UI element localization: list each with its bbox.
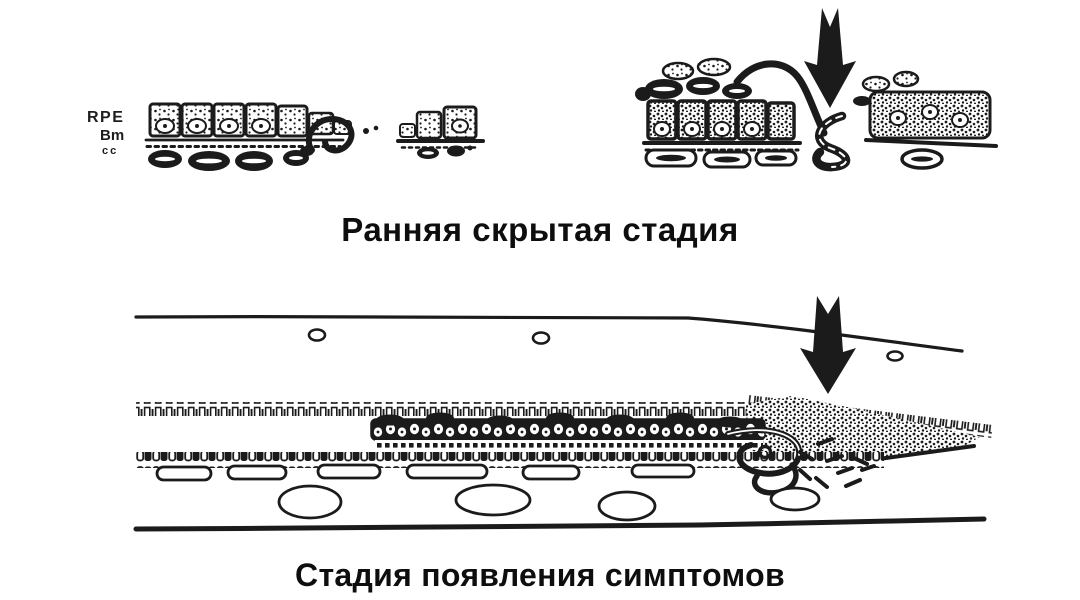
choroidal-vessels bbox=[277, 483, 821, 522]
down-arrow-icon bbox=[800, 296, 856, 394]
down-arrow-icon bbox=[804, 8, 856, 108]
detached-cell-group bbox=[396, 105, 485, 159]
arching-vessel bbox=[733, 60, 828, 137]
photoreceptor-band bbox=[136, 402, 754, 416]
early-stage-right-diagram bbox=[635, 8, 998, 172]
early-stage-left-diagram bbox=[144, 102, 485, 171]
layer-label-cc: cc bbox=[102, 145, 119, 157]
curled-vessel bbox=[300, 116, 379, 156]
bruch-membrane-line bbox=[144, 138, 345, 148]
hemorrhage-dashes bbox=[798, 437, 876, 489]
choriocapillaris-blobs bbox=[148, 150, 309, 171]
symptom-stage-diagram bbox=[133, 296, 993, 532]
drusen-deposits bbox=[635, 57, 752, 101]
layer-label-rpe: RPE bbox=[87, 109, 125, 126]
penetrating-vessel bbox=[812, 111, 851, 172]
choriocapillaris-right bbox=[644, 148, 798, 169]
symptom-stage-caption: Стадия появления симптомов bbox=[295, 557, 785, 593]
retina-surface-line bbox=[134, 314, 964, 353]
dark-cell-band bbox=[370, 412, 766, 450]
early-stage-caption: Ранняя скрытая стадия bbox=[341, 211, 739, 248]
layer-label-bm: Bm bbox=[100, 127, 125, 144]
sclera-line bbox=[133, 516, 987, 532]
rpe-cell-row bbox=[148, 102, 352, 138]
small-oval-cells bbox=[307, 328, 904, 362]
scattered-cell-block bbox=[853, 70, 998, 170]
rpe-cell-row-right bbox=[646, 99, 796, 141]
choriocapillaris-row bbox=[155, 463, 696, 482]
